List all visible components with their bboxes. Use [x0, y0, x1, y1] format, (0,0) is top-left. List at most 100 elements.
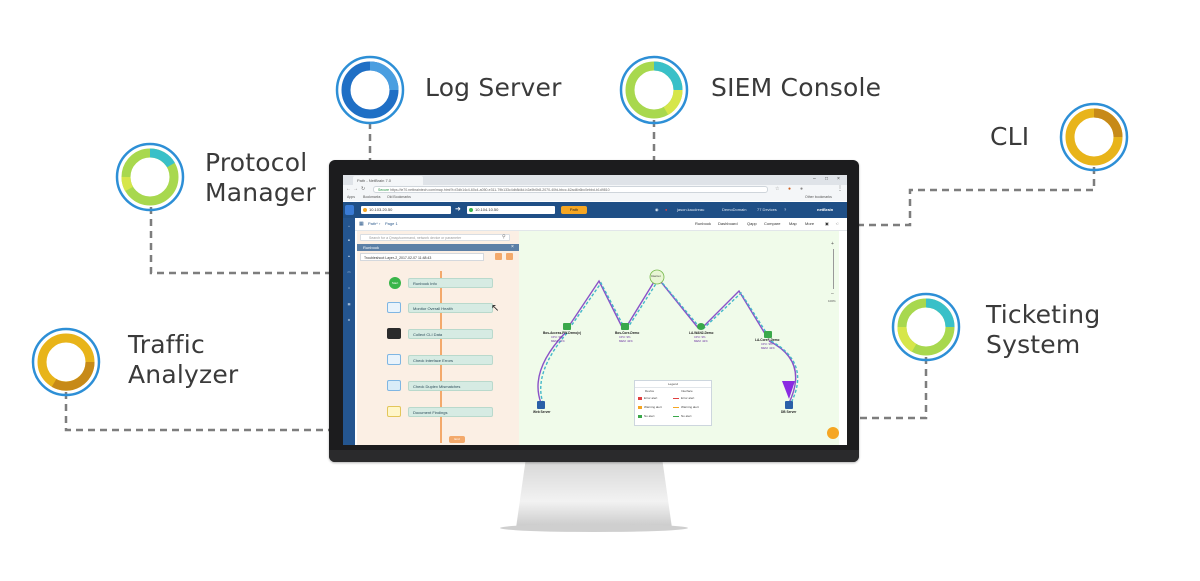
device-count[interactable]: 77 Devices	[757, 207, 777, 212]
device-name: LA-CoreF-Demo	[755, 338, 780, 342]
zoom-slider-track[interactable]	[833, 249, 834, 289]
cli-ring-icon	[1059, 102, 1129, 172]
server-icon[interactable]	[785, 401, 793, 409]
app-menu-icon[interactable]	[345, 205, 354, 215]
end-node[interactable]: End	[449, 436, 465, 443]
protocol-manager-label: Protocol Manager	[205, 148, 316, 208]
save-icon[interactable]: ▣	[825, 221, 829, 226]
extension-icon[interactable]: ●	[800, 186, 804, 192]
nav-doc-icon[interactable]: □	[348, 286, 350, 290]
menu-qapp[interactable]: Qapp	[747, 221, 757, 226]
alert-icon[interactable]: ●	[665, 207, 668, 212]
protocol-manager-ring-icon	[115, 142, 185, 212]
menu-runbook[interactable]: Runbook	[695, 221, 712, 226]
device-mem: MEM: 24%	[551, 339, 565, 343]
path-button[interactable]: Path	[561, 206, 587, 214]
connector-ticketing-system	[859, 357, 928, 420]
legend-col-interface: Interface	[681, 389, 693, 393]
runbook-step[interactable]: Collect CLI Data	[408, 329, 493, 339]
menu-compare[interactable]: Compare	[764, 221, 781, 226]
reload-icon[interactable]: ↻	[361, 186, 366, 192]
nav-folder-icon[interactable]: ■	[348, 238, 350, 242]
device-cpu: CPU: 9%	[694, 335, 706, 339]
url-field[interactable]: Secure https://ie70.netbraintech.com/map…	[373, 186, 768, 193]
menu-dashboard[interactable]: Dashboard	[718, 221, 738, 226]
connector-protocol-manager	[149, 207, 329, 275]
warning-link-icon	[673, 407, 679, 408]
cli-terminal-icon	[387, 328, 401, 339]
bookmark-item[interactable]: Bookmarks	[363, 195, 381, 199]
secure-label: Secure	[378, 188, 390, 192]
domain-selector[interactable]: DemoDomain	[722, 207, 747, 212]
router-icon[interactable]	[563, 323, 571, 330]
breadcrumb-path[interactable]: Path*	[368, 221, 378, 226]
device-cpu: CPU: 9%	[551, 335, 563, 339]
legend-row-interface: No alert	[681, 414, 692, 418]
breadcrumb-page[interactable]: Page 1	[385, 221, 398, 226]
share-icon[interactable]: ☜	[835, 221, 839, 226]
left-nav: + ■ ▲ <> □ ▦ ⚙	[343, 218, 355, 445]
duplex-check-icon	[387, 380, 401, 391]
runbook-step[interactable]: Check Duplex Mismatches	[408, 381, 493, 391]
star-icon[interactable]: ☆	[775, 186, 780, 192]
switch-icon[interactable]	[621, 323, 629, 330]
nav-settings-icon[interactable]: ⚙	[347, 318, 351, 322]
breadcrumb-separator-icon: ›	[379, 221, 381, 226]
menu-more[interactable]: More	[805, 221, 815, 226]
other-bookmarks[interactable]: Other bookmarks	[805, 195, 832, 199]
help-icon[interactable]: ?	[784, 207, 787, 212]
runbook-search-input[interactable]: Search for a Qmap/command, network devic…	[360, 234, 510, 241]
bookmark-item[interactable]: Old Bookmarks	[387, 195, 411, 199]
runbook-add-icon[interactable]	[506, 253, 513, 260]
internet-cloud-label: Internet	[651, 274, 661, 278]
network-map[interactable]: Internet Bos-Access-FW-Demo(x) CPU: 9% M…	[519, 231, 839, 445]
maximize-icon[interactable]: □	[825, 176, 829, 182]
search-icon[interactable]: ⚲	[502, 234, 506, 240]
start-node-icon[interactable]: Start	[389, 277, 401, 289]
legend-col-device: Device	[645, 389, 655, 393]
bell-icon[interactable]: ◉	[655, 207, 659, 212]
menu-map[interactable]: Map	[789, 221, 797, 226]
nav-share-icon[interactable]: ▲	[347, 254, 351, 258]
ticketing-system-label: Ticketing System	[986, 300, 1100, 360]
monitor-screen: Path - NetBrain 7.0 – □ × ← → ↻ Secure h…	[343, 175, 847, 445]
monitor-stand-base	[500, 524, 688, 532]
nav-add-icon[interactable]: +	[348, 224, 350, 228]
menu-icon[interactable]: ⋮	[837, 186, 843, 192]
source-ip-field[interactable]: 10.103.20.50	[361, 206, 451, 214]
ticketing-system-ring-icon	[891, 292, 961, 362]
zoom-in-icon[interactable]: +	[831, 241, 834, 247]
runbook-selector[interactable]: Troubleshoot Layer-2_2017-02-07 11:48:43	[360, 253, 484, 261]
runbook-edit-icon[interactable]	[495, 253, 502, 260]
legend-row-device: Error alert	[644, 396, 658, 400]
runbook-step[interactable]: Check Interface Errors	[408, 355, 493, 365]
minimize-icon[interactable]: –	[813, 176, 816, 182]
device-name: Bos-Access-FW-Demo(x)	[543, 331, 582, 335]
zoom-out-icon[interactable]: –	[831, 291, 834, 297]
close-icon[interactable]: ×	[837, 176, 840, 182]
bookmark-item[interactable]: Apps	[347, 195, 355, 199]
back-icon[interactable]: ←	[346, 186, 351, 192]
nav-code-icon[interactable]: <>	[347, 270, 351, 274]
device-mem: MEM: 42%	[619, 339, 633, 343]
brand-logo: netBrain	[817, 207, 834, 212]
device-name: Bos-Core-Demo	[615, 331, 640, 335]
runbook-step[interactable]: Document Findings	[408, 407, 493, 417]
router-icon[interactable]	[697, 323, 705, 330]
cli-label: CLI	[990, 122, 1030, 151]
zoom-control[interactable]: + – 100%	[828, 241, 837, 303]
nav-grid-icon[interactable]: ▦	[347, 302, 351, 306]
user-menu[interactable]: jason.kaudreau	[677, 207, 705, 212]
forward-icon[interactable]: →	[353, 186, 358, 192]
edit-fab-icon[interactable]	[827, 427, 839, 439]
browser-tab[interactable]: Path - NetBrain 7.0	[353, 176, 423, 185]
extension-icon[interactable]: ●	[788, 186, 792, 192]
protocol-manager-label-line2: Manager	[205, 178, 316, 207]
close-panel-icon[interactable]: ×	[511, 244, 514, 250]
runbook-step[interactable]: Runbook Info	[408, 278, 493, 288]
destination-ip-field[interactable]: 10.104.10.50	[467, 206, 555, 214]
switch-icon[interactable]	[764, 331, 772, 338]
runbook-step[interactable]: Monitor Overall Health	[408, 303, 493, 313]
server-icon[interactable]	[537, 401, 545, 409]
